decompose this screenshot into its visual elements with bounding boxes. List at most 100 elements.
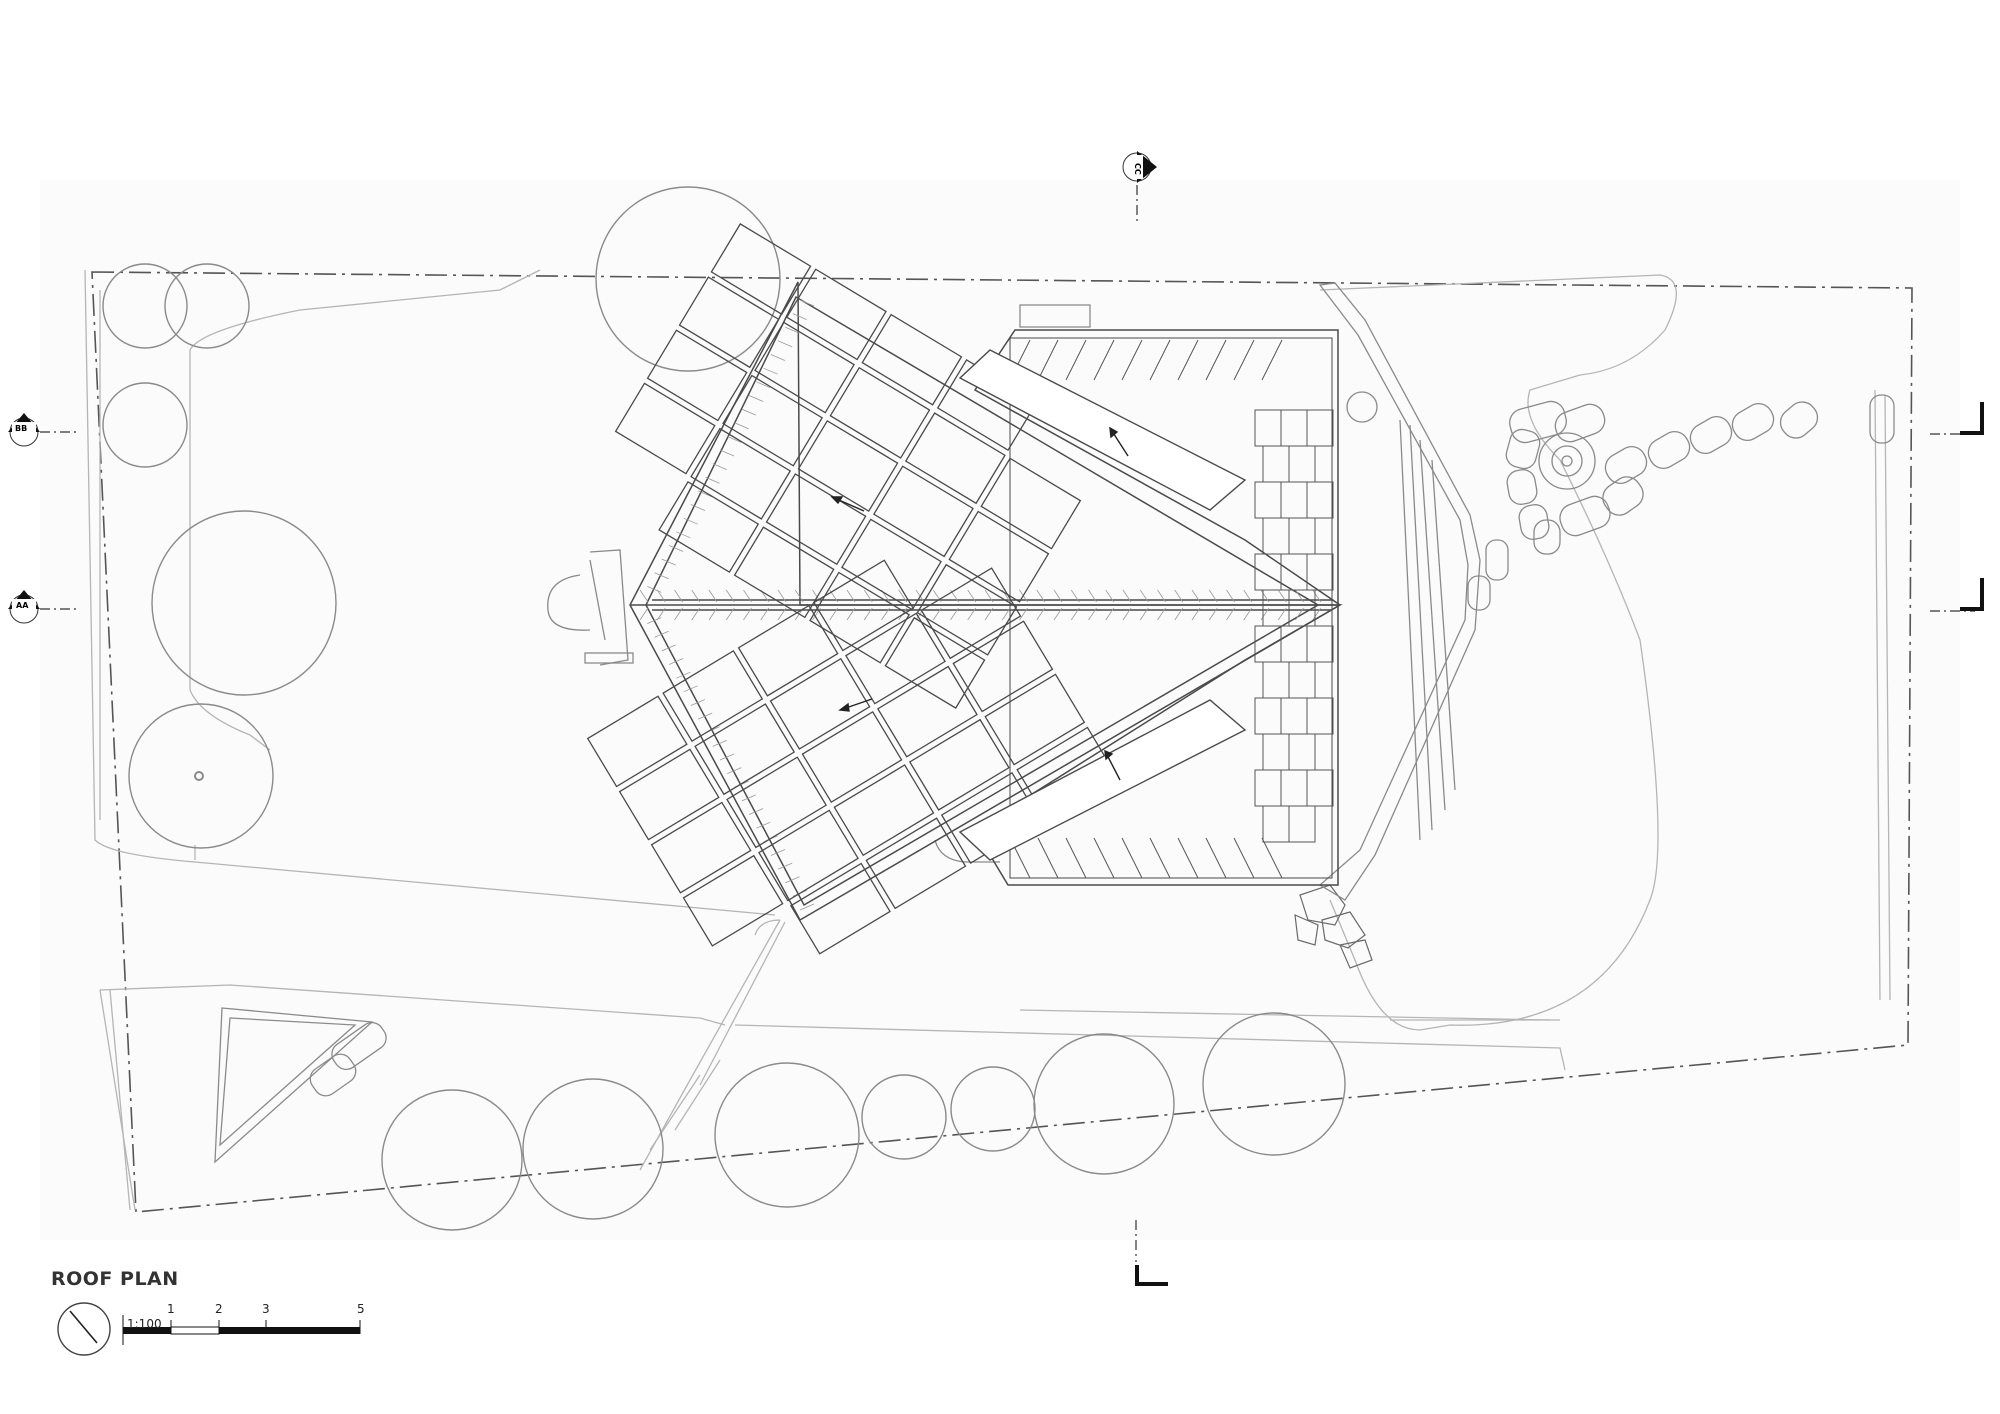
solar-panel bbox=[948, 510, 1050, 603]
tree bbox=[151, 510, 337, 696]
hatch-line bbox=[712, 463, 727, 471]
hatch-line bbox=[763, 367, 778, 375]
hatch-line bbox=[647, 585, 662, 593]
solar-panel bbox=[758, 809, 859, 902]
hatch-line bbox=[1088, 607, 1097, 621]
hatch-line bbox=[846, 607, 856, 621]
solar-panel bbox=[785, 268, 887, 361]
section-marker-icon bbox=[8, 590, 40, 624]
roof-tiles bbox=[1009, 339, 1334, 879]
hatch-line bbox=[1053, 589, 1063, 603]
roof-tile bbox=[1306, 409, 1334, 447]
hatch-line bbox=[668, 658, 684, 665]
north-arrow-icon bbox=[57, 1302, 111, 1356]
roof-tile bbox=[1093, 837, 1115, 879]
hatch-line bbox=[1088, 589, 1097, 603]
hatch-line bbox=[932, 589, 942, 603]
hatch-line bbox=[777, 607, 787, 621]
hatch-line bbox=[1295, 607, 1304, 621]
tree bbox=[381, 1089, 523, 1231]
site-background bbox=[40, 180, 1960, 1240]
solar-panel bbox=[841, 518, 942, 611]
hatch-line bbox=[778, 340, 793, 348]
planter bbox=[214, 1007, 387, 1164]
hatch-line bbox=[743, 607, 752, 621]
hatch-line bbox=[932, 607, 942, 621]
hatch-line bbox=[741, 794, 756, 802]
hatch-line bbox=[725, 607, 735, 621]
section-label-cc: CC bbox=[1133, 163, 1142, 175]
property-boundary bbox=[91, 271, 1913, 1213]
section-marker-icon bbox=[1122, 151, 1157, 183]
hatch-line bbox=[654, 630, 669, 638]
scale-tick-2: 2 bbox=[215, 1302, 223, 1316]
roof-tile bbox=[1065, 837, 1087, 879]
solar-panel bbox=[833, 764, 935, 857]
hatch-line bbox=[1208, 607, 1218, 621]
solar-panel bbox=[650, 801, 752, 894]
hatch-line bbox=[1105, 607, 1115, 621]
roof-tile bbox=[1093, 339, 1115, 381]
hatch-line bbox=[770, 354, 786, 361]
roof-overhang bbox=[958, 349, 1247, 861]
hatch-line bbox=[1174, 589, 1184, 603]
solar-panel bbox=[618, 748, 720, 841]
tree bbox=[1033, 1033, 1175, 1175]
hatch-line bbox=[1070, 589, 1080, 603]
solar-panel bbox=[769, 657, 871, 750]
hatch-line bbox=[1312, 589, 1322, 603]
solar-panel bbox=[916, 563, 1018, 656]
hatch-line bbox=[639, 589, 649, 603]
hatch-line bbox=[734, 422, 749, 430]
section-lines bbox=[40, 185, 1975, 1262]
hatch-line bbox=[881, 607, 890, 621]
hatch-line bbox=[656, 589, 666, 603]
hatch-line bbox=[1122, 607, 1132, 621]
hatch-line bbox=[760, 607, 770, 621]
hatch-line bbox=[1208, 589, 1218, 603]
hatch-line bbox=[654, 572, 669, 580]
solar-panels-south bbox=[586, 559, 1118, 955]
solar-panel bbox=[726, 756, 828, 849]
hatch-line bbox=[708, 589, 718, 603]
hatch-line bbox=[743, 589, 752, 603]
hatch-line bbox=[639, 607, 649, 621]
hatch-line bbox=[1122, 589, 1132, 603]
hatch-line bbox=[984, 607, 994, 621]
hatch-line bbox=[1019, 607, 1028, 621]
hatch-line bbox=[756, 821, 771, 829]
solar-panel bbox=[710, 223, 812, 316]
hatch-line bbox=[668, 545, 684, 552]
hatch-line bbox=[785, 876, 800, 884]
stepping-stones bbox=[1346, 391, 1895, 611]
solar-panel bbox=[737, 604, 839, 697]
solar-panel bbox=[984, 673, 1086, 766]
hatch-line bbox=[727, 767, 742, 775]
slope-arrow-icon bbox=[838, 698, 873, 712]
hatch-line bbox=[1312, 607, 1322, 621]
hatch-line bbox=[1191, 589, 1201, 603]
solar-panel bbox=[722, 374, 824, 467]
tree bbox=[595, 186, 781, 372]
hatch-line bbox=[676, 671, 691, 679]
slope-arrows bbox=[830, 426, 1129, 781]
hatch-line bbox=[719, 449, 735, 457]
solar-panel bbox=[733, 526, 835, 619]
hatch-line bbox=[691, 589, 701, 603]
hatch-line bbox=[683, 517, 698, 525]
solar-panel bbox=[952, 620, 1054, 713]
hatch-line bbox=[1191, 607, 1201, 621]
hatch-line bbox=[1174, 607, 1184, 621]
hatch-line bbox=[683, 685, 698, 693]
section-arrows bbox=[1135, 402, 1984, 1286]
section-marker-icon bbox=[8, 413, 40, 447]
hatch-line bbox=[846, 589, 856, 603]
roof-tile bbox=[1306, 553, 1334, 591]
tree bbox=[861, 1074, 947, 1160]
roof-tile bbox=[1306, 697, 1334, 735]
hatch-line bbox=[690, 699, 706, 706]
drawing-title: ROOF PLAN bbox=[51, 1268, 179, 1290]
hatch-line bbox=[708, 607, 718, 621]
section-label-bb: BB bbox=[15, 424, 27, 433]
roof-tile bbox=[1306, 481, 1334, 519]
